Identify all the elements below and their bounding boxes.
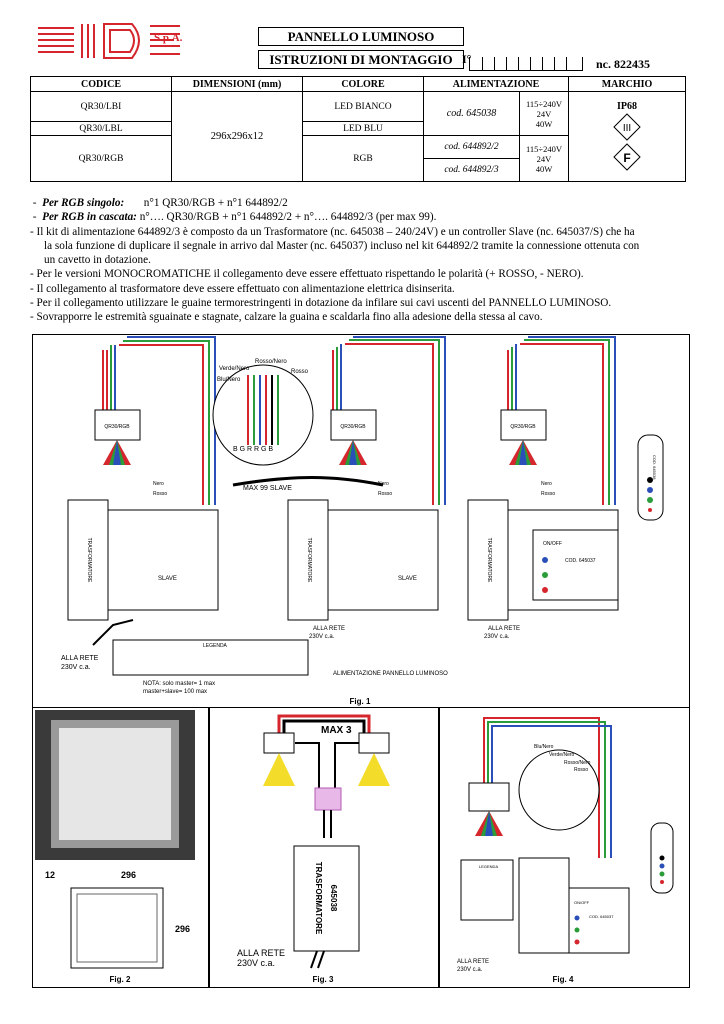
- svg-text:Rosso/Nero: Rosso/Nero: [255, 359, 287, 365]
- document-title: PANNELLO LUMINOSO: [258, 27, 464, 46]
- class-marks-icon: III F: [613, 112, 641, 171]
- svg-text:master+slave= 100 max: master+slave= 100 max: [143, 689, 207, 695]
- svg-text:TRASFORMATORE: TRASFORMATORE: [86, 538, 92, 583]
- svg-text:B G R R G B: B G R R G B: [233, 446, 273, 453]
- svg-text:QR30/RGB: QR30/RGB: [104, 424, 130, 430]
- document-subtitle: ISTRUZIONI DI MONTAGGIO: [258, 50, 464, 69]
- th-marchio: MARCHIO: [568, 76, 686, 92]
- figure-3-caption: Fig. 3: [312, 975, 334, 984]
- svg-text:MAX 99 SLAVE: MAX 99 SLAVE: [243, 485, 292, 492]
- doc-number: nc. 822435: [596, 57, 650, 71]
- svg-text:Blu/Nero: Blu/Nero: [534, 744, 554, 750]
- svg-text:Rosso: Rosso: [153, 491, 167, 497]
- th-codice: CODICE: [30, 76, 172, 92]
- th-colore: COLORE: [302, 76, 424, 92]
- cell-power-code: cod. 645038: [423, 91, 520, 136]
- code-boxes: [469, 57, 583, 71]
- figure-4-caption: Fig. 4: [552, 975, 574, 984]
- th-alimentazione: ALIMENTAZIONE: [423, 76, 569, 92]
- svg-text:QR30/RGB: QR30/RGB: [510, 424, 536, 430]
- svg-text:MAX 3: MAX 3: [321, 725, 352, 736]
- wiring-diagram-cascade: QR30/RGB Rosso/Nero Verde/Nero Rosso Blu…: [61, 336, 664, 695]
- svg-text:230V c.a.: 230V c.a.: [457, 967, 483, 973]
- svg-text:III: III: [623, 123, 631, 134]
- svg-text:COD. 645037: COD. 645037: [565, 558, 596, 564]
- cell-dimensions: 296x296x12: [171, 91, 303, 182]
- svg-text:ON/OFF: ON/OFF: [574, 900, 590, 905]
- logo-suffix: S.p.A.: [154, 32, 183, 44]
- svg-text:Rosso: Rosso: [291, 369, 309, 375]
- figure-1-frame: QR30/RGB Rosso/Nero Verde/Nero Rosso Blu…: [32, 334, 690, 708]
- cell-codice: QR30/RGB: [30, 135, 172, 182]
- svg-text:230V c.a.: 230V c.a.: [309, 634, 335, 640]
- svg-text:ALIMENTAZIONE PANNELLO LUMINOS: ALIMENTAZIONE PANNELLO LUMINOSO: [333, 671, 448, 677]
- svg-text:Blu/Nero: Blu/Nero: [217, 377, 241, 383]
- cell-colore: RGB: [302, 135, 424, 182]
- svg-text:TRASFORMATORE: TRASFORMATORE: [306, 538, 312, 583]
- figure-4-frame: Blu/Nero Verde/Nero Rosso/Nero Rosso LEG…: [438, 707, 690, 988]
- figure-3-frame: MAX 3 TRASFORMATORE 645038 ALLA RETE 230…: [208, 707, 440, 988]
- svg-text:COD. 645037: COD. 645037: [589, 914, 614, 919]
- svg-text:230V c.a.: 230V c.a.: [484, 634, 510, 640]
- svg-text:Rosso/Nero: Rosso/Nero: [564, 760, 591, 766]
- svg-text:ALLA RETE: ALLA RETE: [313, 626, 345, 632]
- svg-text:Nero: Nero: [541, 481, 552, 487]
- figure-2-frame: 12 296 296: [32, 707, 210, 988]
- svg-text:TRASFORMATORE: TRASFORMATORE: [314, 862, 323, 935]
- panel-photo: [35, 710, 195, 860]
- svg-text:LEGENDA: LEGENDA: [203, 643, 228, 649]
- svg-text:Verde/Nero: Verde/Nero: [549, 752, 575, 758]
- svg-text:F: F: [623, 151, 630, 165]
- svg-text:Rosso: Rosso: [378, 491, 392, 497]
- panel-dimension-drawing: 12 296 296: [45, 870, 190, 969]
- cell-codice: QR30/LBL: [30, 121, 172, 136]
- svg-text:COD. 645038: COD. 645038: [652, 455, 657, 480]
- spec-table: CODICE DIMENSIONI (mm) COLORE ALIMENTAZI…: [30, 76, 686, 182]
- svg-text:Nero: Nero: [378, 481, 389, 487]
- svg-text:NOTA: solo master= 1 max: NOTA: solo master= 1 max: [143, 681, 215, 687]
- code-start: I°: [462, 52, 472, 66]
- svg-text:645038: 645038: [329, 885, 338, 912]
- svg-text:ALLA RETE: ALLA RETE: [488, 626, 520, 632]
- figure-1-caption: Fig. 1: [349, 697, 371, 706]
- svg-text:TRASFORMATORE: TRASFORMATORE: [486, 538, 492, 583]
- cell-codice: QR30/LBI: [30, 91, 172, 122]
- svg-text:Rosso: Rosso: [574, 767, 588, 773]
- svg-text:12: 12: [45, 870, 55, 880]
- cell-colore: LED BIANCO: [302, 91, 424, 122]
- instructions: - Per RGB singolo: n°1 QR30/RGB + n°1 64…: [30, 197, 640, 324]
- svg-text:296: 296: [175, 924, 190, 934]
- svg-text:LEGENDA: LEGENDA: [479, 864, 498, 869]
- svg-text:QR30/RGB: QR30/RGB: [340, 424, 366, 430]
- svg-text:ALLA RETE: ALLA RETE: [61, 655, 99, 662]
- svg-text:SLAVE: SLAVE: [398, 576, 417, 582]
- svg-text:230V c.a.: 230V c.a.: [61, 664, 91, 671]
- svg-text:Verde/Nero: Verde/Nero: [219, 366, 250, 372]
- svg-text:Rosso: Rosso: [541, 491, 555, 497]
- svg-text:Nero: Nero: [153, 481, 164, 487]
- wiring-diagram-mono: MAX 3 TRASFORMATORE 645038 ALLA RETE 230…: [237, 714, 390, 969]
- side-logo: [34, 18, 198, 62]
- cell-power-codes-rgb: cod. 644892/2 cod. 644892/3: [423, 135, 520, 182]
- th-dimensioni: DIMENSIONI (mm): [171, 76, 303, 92]
- svg-text:ALLA RETE: ALLA RETE: [237, 948, 285, 958]
- svg-text:ON/OFF: ON/OFF: [543, 541, 562, 547]
- svg-text:ALLA RETE: ALLA RETE: [457, 959, 489, 965]
- cell-colore: LED BLU: [302, 121, 424, 136]
- svg-text:296: 296: [121, 870, 136, 880]
- figure-2-caption: Fig. 2: [109, 975, 131, 984]
- wiring-diagram-single: Blu/Nero Verde/Nero Rosso/Nero Rosso LEG…: [457, 717, 674, 973]
- svg-text:230V c.a.: 230V c.a.: [237, 958, 275, 968]
- ip-mark: IP68: [617, 100, 637, 112]
- cell-marks: IP68 III F: [568, 91, 686, 182]
- svg-text:SLAVE: SLAVE: [158, 576, 177, 582]
